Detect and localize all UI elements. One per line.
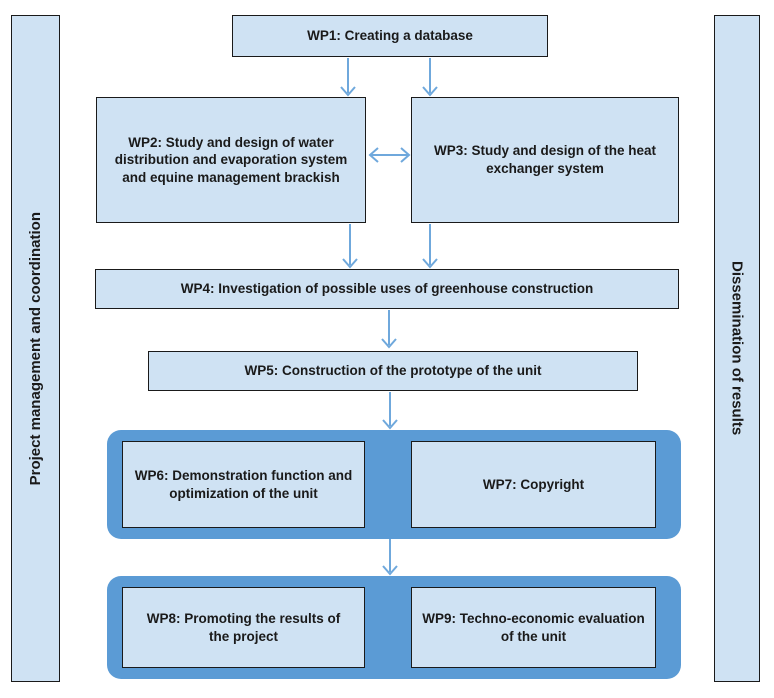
left-sidebar-label: Project management and coordination xyxy=(27,211,44,486)
group-wp8-wp9: WP8: Promoting the results of the projec… xyxy=(107,576,681,679)
node-wp3: WP3: Study and design of the heat exchan… xyxy=(411,97,679,223)
arrow-wp1-to-wp3 xyxy=(422,58,438,97)
right-sidebar-label: Dissemination of results xyxy=(728,261,746,436)
left-sidebar-project-management: Project management and coordination xyxy=(11,15,60,682)
arrow-wp4-to-wp5 xyxy=(381,310,397,349)
node-wp1-label: WP1: Creating a database xyxy=(307,28,473,44)
node-wp6-label: WP6: Demonstration function and optimiza… xyxy=(134,467,353,501)
right-sidebar-dissemination: Dissemination of results xyxy=(714,15,760,682)
node-wp4: WP4: Investigation of possible uses of g… xyxy=(95,269,679,309)
node-wp6: WP6: Demonstration function and optimiza… xyxy=(122,441,365,528)
node-wp4-label: WP4: Investigation of possible uses of g… xyxy=(180,281,594,297)
arrow-wp1-to-wp2 xyxy=(340,58,356,97)
node-wp9: WP9: Techno-economic evaluation of the u… xyxy=(411,587,656,668)
node-wp3-label: WP3: Study and design of the heat exchan… xyxy=(433,143,656,176)
node-wp5: WP5: Construction of the prototype of th… xyxy=(148,351,638,391)
node-wp2: WP2: Study and design of water distribut… xyxy=(96,97,366,223)
double-arrow-wp2-wp3 xyxy=(368,147,411,163)
node-wp9-label: WP9: Techno-economic evaluation of the u… xyxy=(422,610,645,644)
node-wp2-label: WP2: Study and design of water distribut… xyxy=(114,134,348,185)
arrow-wp3-to-wp4 xyxy=(422,224,438,269)
arrow-group1-to-group2 xyxy=(382,539,398,576)
group-wp6-wp7: WP6: Demonstration function and optimiza… xyxy=(107,430,681,539)
node-wp7-label: WP7: Copyright xyxy=(482,476,585,492)
arrow-wp2-to-wp4 xyxy=(342,224,358,269)
node-wp8-label: WP8: Promoting the results of the projec… xyxy=(146,610,341,644)
node-wp1: WP1: Creating a database xyxy=(232,15,548,57)
arrow-wp5-to-group1 xyxy=(382,392,398,430)
node-wp8: WP8: Promoting the results of the projec… xyxy=(122,587,365,668)
node-wp7: WP7: Copyright xyxy=(411,441,656,528)
node-wp5-label: WP5: Construction of the prototype of th… xyxy=(244,363,542,379)
